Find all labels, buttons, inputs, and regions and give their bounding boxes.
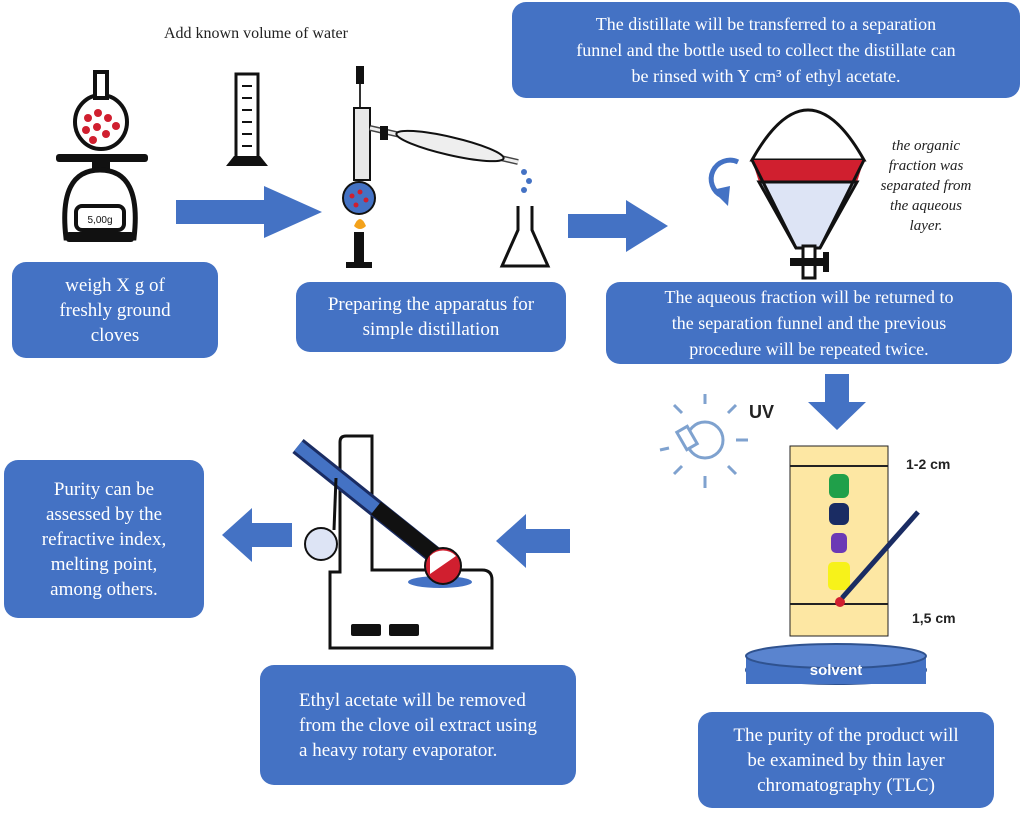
- step-return-text: The aqueous fraction will be returned to…: [664, 287, 954, 359]
- step-return-aqueous: The aqueous fraction will be returned to…: [606, 282, 1012, 364]
- arrow-left-2: [222, 508, 292, 562]
- step-evaporate-text: Ethyl acetate will be removed from the c…: [299, 689, 537, 761]
- arrow-right-2: [568, 200, 668, 252]
- uv-label: UV: [749, 402, 775, 422]
- rotary-evaporator: [292, 434, 494, 650]
- scale-illustration: 5,00g: [56, 70, 148, 242]
- tlc-bottom-distance-label: 1,5 cm: [912, 610, 956, 626]
- step-tlc-examination: The purity of the product will be examin…: [698, 712, 994, 808]
- tlc-solvent-label: solvent: [809, 662, 863, 679]
- step-transfer-text: The distillate will be transferred to a …: [576, 14, 956, 86]
- distillation-apparatus: [342, 66, 551, 268]
- arrow-down: [808, 374, 866, 430]
- tlc-top-distance-label: 1-2 cm: [906, 456, 951, 472]
- step-rotary-evaporation: Ethyl acetate will be removed from the c…: [260, 665, 576, 785]
- separation-funnel: [708, 108, 867, 280]
- arrow-left-1: [496, 514, 570, 568]
- water-note: Add known volume of water: [164, 25, 348, 42]
- step-weigh-text: weigh X g of freshly ground cloves: [59, 274, 171, 346]
- uv-lamp-icon: [659, 394, 748, 488]
- tlc-plate: [745, 445, 927, 685]
- step-transfer-distillate: The distillate will be transferred to a …: [512, 2, 1020, 98]
- scale-reading: 5,00g: [87, 215, 112, 226]
- graduated-cylinder: [226, 72, 268, 166]
- arrow-right-1: [176, 186, 322, 238]
- step-tlc-text: The purity of the product will be examin…: [733, 724, 959, 796]
- step-prepare-text: Preparing the apparatus for simple disti…: [327, 294, 535, 340]
- step-purity-text: Purity can be assessed by the refractive…: [41, 478, 167, 600]
- organic-fraction-note: the organic fraction was separated from …: [880, 138, 972, 234]
- step-purity-assessment: Purity can be assessed by the refractive…: [4, 460, 204, 618]
- step-prepare-apparatus: Preparing the apparatus for simple disti…: [296, 282, 566, 352]
- step-weigh-cloves: weigh X g of freshly ground cloves: [12, 262, 218, 358]
